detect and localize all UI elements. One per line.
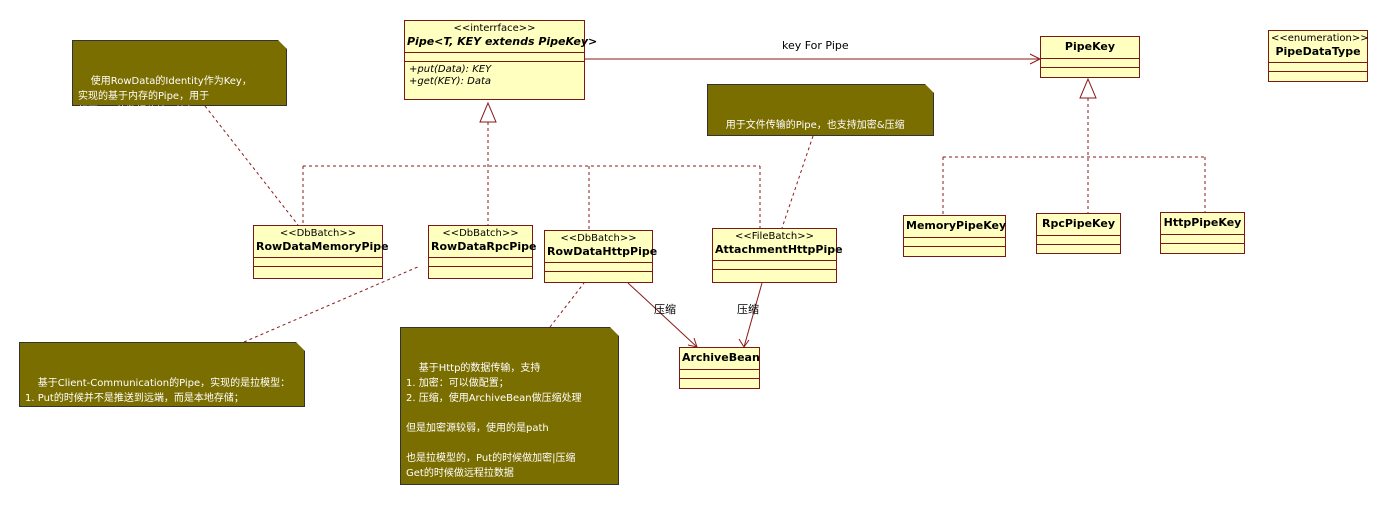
operations-section <box>1269 72 1367 78</box>
http-pipe-to-archivebean <box>627 282 698 348</box>
pipekey-class[interactable]: PipeKey <box>1040 36 1140 78</box>
class-name: RowDataRpcPipe <box>431 240 537 253</box>
note-anchor-lines <box>204 105 814 343</box>
note-fold <box>925 84 934 93</box>
attributes-section <box>680 370 759 379</box>
note-rowdata-identity[interactable]: 使用RowData的Identity作为Key， 实现的基于内存的Pipe，用于… <box>72 40 287 132</box>
rowdatarpcpipe-class[interactable]: <<DbBatch>> RowDataRpcPipe <box>428 225 537 279</box>
operations-section <box>1041 68 1139 74</box>
archivebean-class[interactable]: ArchiveBean <box>679 347 760 389</box>
pipekey-generalization-triangle <box>1079 77 1097 99</box>
note-client-communication[interactable]: 基于Client-Communication的Pipe，实现的是拉模型： 1. … <box>19 342 305 419</box>
dependency-label-compress: 压缩 <box>737 303 759 316</box>
operations-section <box>680 379 759 385</box>
pipedatatype-enumeration[interactable]: <<enumeration>> PipeDataType <box>1268 30 1369 82</box>
attributes-section <box>254 258 382 267</box>
class-name: HttpPipeKey <box>1163 216 1242 229</box>
class-name: PipeKey <box>1064 40 1116 53</box>
class-name: MemoryPipeKey <box>906 219 1007 232</box>
note-fold <box>296 342 305 351</box>
class-name: Pipe<T, KEY extends PipeKey> <box>407 35 598 48</box>
note-text: 基于Http的数据传输，支持 1. 加密：可以做配置； 2. 压缩，使用Arch… <box>406 363 582 505</box>
attributes-section <box>1161 235 1244 244</box>
memorypipekey-class[interactable]: MemoryPipeKey <box>903 215 1006 257</box>
note-text: 基于Client-Communication的Pipe，实现的是拉模型： 1. … <box>25 378 291 419</box>
pipe-interface-class[interactable]: <<interrface>> Pipe<T, KEY extends PipeK… <box>404 20 598 100</box>
rpcpipekey-class[interactable]: RpcPipeKey <box>1036 213 1121 254</box>
note-text: 使用RowData的Identity作为Key， 实现的基于内存的Pipe，用于… <box>78 76 252 132</box>
stereotype: <<enumeration>> <box>1271 33 1369 44</box>
pipekey-realization-lines <box>942 98 1206 215</box>
rowdatahttppipe-class[interactable]: <<DbBatch>> RowDataHttpPipe <box>544 230 658 283</box>
attributes-section <box>904 238 1005 247</box>
dependency-label-compress: 压缩 <box>654 303 676 316</box>
class-name: ArchiveBean <box>682 351 760 364</box>
stereotype: <<DbBatch>> <box>560 233 637 244</box>
operations-section <box>713 270 836 276</box>
note-http-transfer[interactable]: 基于Http的数据传输，支持 1. 加密：可以做配置； 2. 压缩，使用Arch… <box>400 327 619 505</box>
stereotype: <<FileBatch>> <box>735 231 814 242</box>
operations-section: +put(Data): KEY +get(KEY): Data <box>405 62 584 88</box>
attributes-section <box>545 263 652 272</box>
class-name: PipeDataType <box>1275 45 1361 58</box>
attributes-section <box>713 261 836 270</box>
rowdatamemorypipe-class[interactable]: <<DbBatch>> RowDataMemoryPipe <box>253 225 389 279</box>
operation-put: +put(Data): KEY <box>409 64 492 75</box>
note-file-transfer[interactable]: 用于文件传输的Pipe，也支持加密&压缩 <box>707 84 934 136</box>
class-name: RpcPipeKey <box>1042 217 1115 230</box>
attachmenthttppipe-class[interactable]: <<FileBatch>> AttachmentHttpPipe <box>712 228 843 283</box>
class-name: RowDataHttpPipe <box>547 245 658 258</box>
attributes-section <box>429 258 532 267</box>
operations-section <box>254 267 382 273</box>
stereotype: <<DbBatch>> <box>279 228 357 239</box>
operation-get: +get(KEY): Data <box>409 76 492 87</box>
stereotype: <<interrface>> <box>453 23 536 34</box>
note-text: 用于文件传输的Pipe，也支持加密&压缩 <box>725 120 905 131</box>
operations-section <box>429 267 532 273</box>
stereotype: <<DbBatch>> <box>442 228 519 239</box>
pipe-generalization-triangle <box>479 101 497 123</box>
association-label: key For Pipe <box>782 39 849 52</box>
pipe-realization-lines <box>302 122 761 230</box>
operations-section <box>1161 244 1244 250</box>
class-name: RowDataMemoryPipe <box>256 240 389 253</box>
attributes-section <box>1269 63 1367 72</box>
class-name: AttachmentHttpPipe <box>715 243 843 256</box>
operations-section <box>545 272 652 278</box>
operations-section <box>1037 245 1120 251</box>
attributes-section <box>405 53 584 62</box>
operations-section <box>904 247 1005 253</box>
note-fold <box>278 40 287 49</box>
httppipekey-class[interactable]: HttpPipeKey <box>1160 212 1245 254</box>
attachment-pipe-to-archivebean <box>743 282 763 348</box>
attributes-section <box>1037 236 1120 245</box>
attributes-section <box>1041 59 1139 68</box>
note-fold <box>610 327 619 336</box>
